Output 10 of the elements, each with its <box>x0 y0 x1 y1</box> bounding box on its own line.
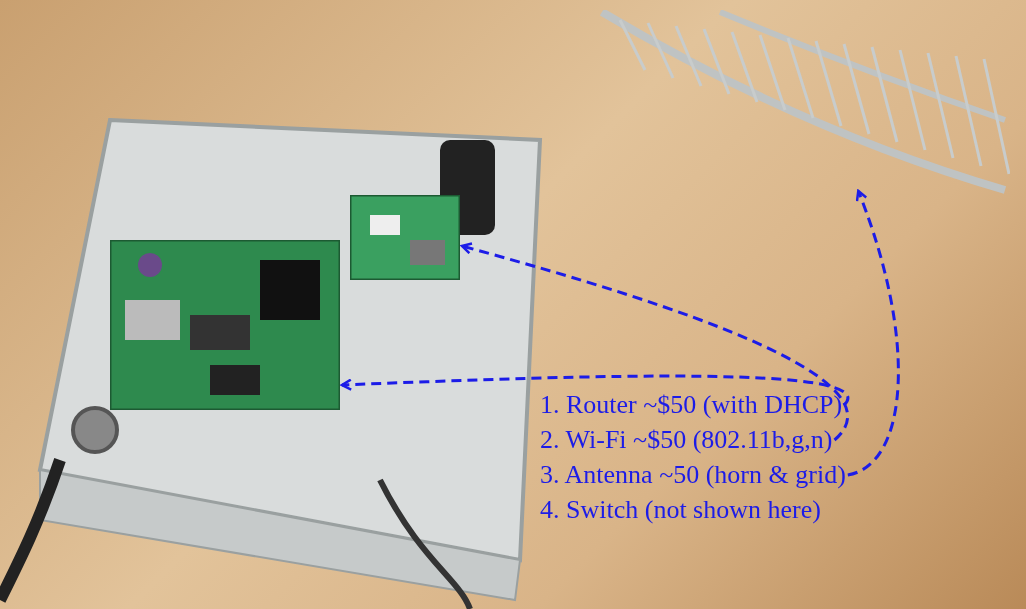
circuit-board-drawing <box>110 240 340 410</box>
list-item: 4. Switch (not shown here) <box>540 495 821 525</box>
antenna-grid-drawing <box>600 10 1010 195</box>
list-item: 3. Antenna ~50 (horn & grid) <box>540 460 846 490</box>
leader-arrow <box>847 189 900 477</box>
list-item: 1. Router ~$50 (with DHCP) <box>540 390 843 420</box>
wifi-card-drawing <box>350 195 460 280</box>
leader-arrow <box>340 374 848 406</box>
list-item: 2. Wi-Fi ~$50 (802.11b,g,n) <box>540 425 833 455</box>
leader-arrow <box>460 242 848 441</box>
